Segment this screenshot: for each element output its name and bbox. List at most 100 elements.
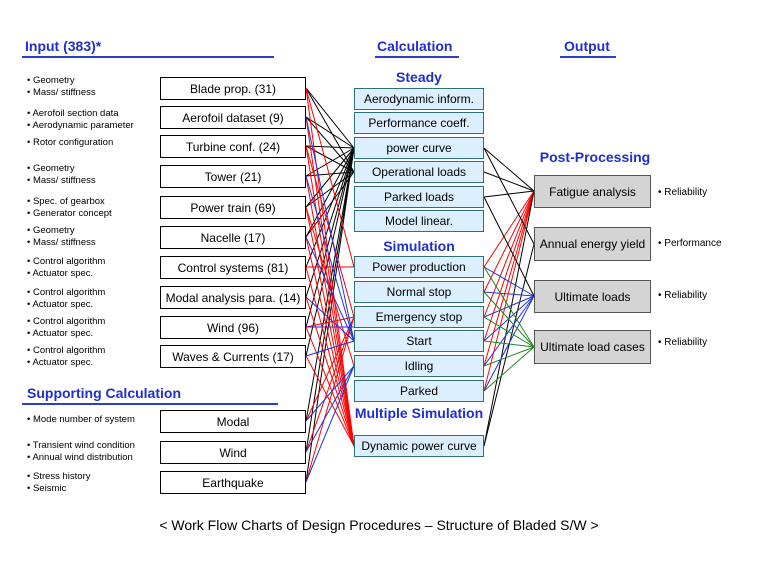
output-box-ultimate-load-cases: Ultimate load cases: [534, 330, 651, 364]
calc-box-model-linear: Model linear.: [354, 210, 484, 232]
input-note: • Geometry • Mass/ stiffness: [27, 163, 96, 186]
calc-box-power-curve: power curve: [354, 137, 484, 159]
calc-box-emergency-stop: Emergency stop: [354, 306, 484, 328]
connector-line-red: [483, 190, 535, 342]
input-note: • Spec. of gearbox • Generator concept: [27, 196, 112, 219]
supporting-header: Supporting Calculation: [27, 385, 181, 401]
input-box-waves-currents: Waves & Currents (17): [160, 345, 306, 368]
connector-line-red: [305, 175, 355, 447]
calc-box-normal-stop: Normal stop: [354, 281, 484, 303]
support-box-wind: Wind: [160, 441, 306, 464]
connector-line-green: [483, 266, 535, 348]
connector-line-red: [305, 326, 355, 447]
connector-line-red: [305, 145, 355, 447]
connector-line-blue: [305, 236, 355, 342]
input-note: • Control algorithm • Actuator spec.: [27, 316, 106, 339]
calc-box-aerodynamic-inform: Aerodynamic inform.: [354, 88, 484, 110]
multiple-simulation-label: Multiple Simulation: [354, 405, 484, 421]
connector-line-red: [305, 116, 355, 447]
connector-line-green: [483, 346, 535, 392]
connector-line-black: [305, 116, 355, 149]
connector-line-blue: [483, 291, 535, 297]
connector-line-blue: [305, 365, 355, 453]
support-box-earthquake: Earthquake: [160, 471, 306, 494]
output-box-ultimate-loads: Ultimate loads: [534, 280, 651, 313]
connector-line-black: [305, 147, 355, 483]
calc-box-start: Start: [354, 330, 484, 352]
output-header: Output: [564, 38, 610, 54]
input-header: Input (383)*: [25, 38, 102, 54]
input-note: • Geometry • Mass/ stiffness: [27, 75, 96, 98]
connector-line-red: [305, 296, 355, 447]
connector-line-red: [305, 266, 355, 447]
connector-line-black: [305, 171, 355, 238]
output-box-annual-energy-yield: Annual energy yield: [534, 227, 651, 261]
support-box-modal: Modal: [160, 410, 306, 433]
connector-line-blue: [305, 116, 355, 342]
connector-line-black: [305, 116, 355, 173]
connector-line-black: [305, 147, 355, 453]
output-header-underline: [560, 56, 616, 58]
connector-line-red: [483, 190, 535, 392]
input-note: • Geometry • Mass/ stiffness: [27, 225, 96, 248]
connector-line-green: [483, 340, 535, 348]
connector-line-blue: [305, 365, 355, 483]
input-box-aerofoil-dataset: Aerofoil dataset (9): [160, 106, 306, 129]
connector-line-black: [305, 87, 355, 173]
calculation-header: Calculation: [377, 38, 453, 54]
input-note: • Control algorithm • Actuator spec.: [27, 345, 106, 368]
support-note: • Transient wind condition • Annual wind…: [27, 440, 135, 463]
connector-line-black: [305, 171, 355, 208]
support-note: • Mode number of system: [27, 414, 135, 425]
steady-label: Steady: [396, 69, 442, 85]
connector-line-green: [483, 316, 535, 348]
connector-line-black: [483, 243, 535, 447]
connector-line-blue: [483, 295, 535, 367]
connector-line-black: [305, 145, 355, 149]
calc-box-parked: Parked: [354, 380, 484, 402]
support-note: • Stress history • Seismic: [27, 471, 91, 494]
input-box-wind: Wind (96): [160, 316, 306, 339]
calc-box-operational-loads: Operational loads: [354, 161, 484, 183]
connector-line-black: [483, 171, 535, 192]
connector-line-red: [483, 190, 535, 293]
connector-line-black: [305, 87, 355, 149]
simulation-label: Simulation: [383, 238, 455, 254]
output-note: • Reliability: [658, 337, 708, 348]
connector-line-black: [483, 147, 535, 245]
connector-line-red: [483, 190, 535, 318]
input-note: • Rotor configuration: [27, 137, 114, 148]
output-box-fatigue-analysis: Fatigue analysis: [534, 175, 651, 208]
input-box-tower: Tower (21): [160, 165, 306, 188]
input-note: • Aerofoil section data • Aerodynamic pa…: [27, 108, 134, 131]
connector-line-blue: [305, 365, 355, 422]
connector-line-blue: [483, 266, 535, 297]
output-note: • Reliability: [658, 290, 708, 301]
input-box-control-systems: Control systems (81): [160, 256, 306, 279]
input-box-blade-prop: Blade prop. (31): [160, 77, 306, 100]
connector-line-green: [483, 291, 535, 348]
connector-line-red: [305, 236, 355, 447]
connector-line-red: [483, 190, 535, 268]
connector-line-blue: [305, 175, 355, 342]
connector-line-blue: [483, 295, 535, 342]
supporting-header-underline: [22, 403, 278, 405]
connector-line-red: [305, 316, 355, 328]
input-box-power-train: Power train (69): [160, 196, 306, 219]
input-box-modal-analysis: Modal analysis para. (14): [160, 286, 306, 309]
output-note: • Reliability: [658, 187, 708, 198]
calc-box-idling: Idling: [354, 355, 484, 377]
connector-line-black: [483, 190, 535, 198]
post-processing-label: Post-Processing: [539, 149, 651, 165]
calc-box-dynamic-power-curve: Dynamic power curve: [354, 435, 484, 457]
connector-line-red: [305, 145, 355, 318]
figure-caption: < Work Flow Charts of Design Procedures …: [159, 517, 599, 533]
connector-line-blue: [305, 340, 355, 357]
output-note: • Performance: [658, 238, 722, 249]
calc-box-parked-loads: Parked loads: [354, 186, 484, 208]
connector-line-red: [305, 87, 355, 268]
input-header-underline: [22, 56, 274, 58]
connector-line-blue: [305, 296, 355, 342]
